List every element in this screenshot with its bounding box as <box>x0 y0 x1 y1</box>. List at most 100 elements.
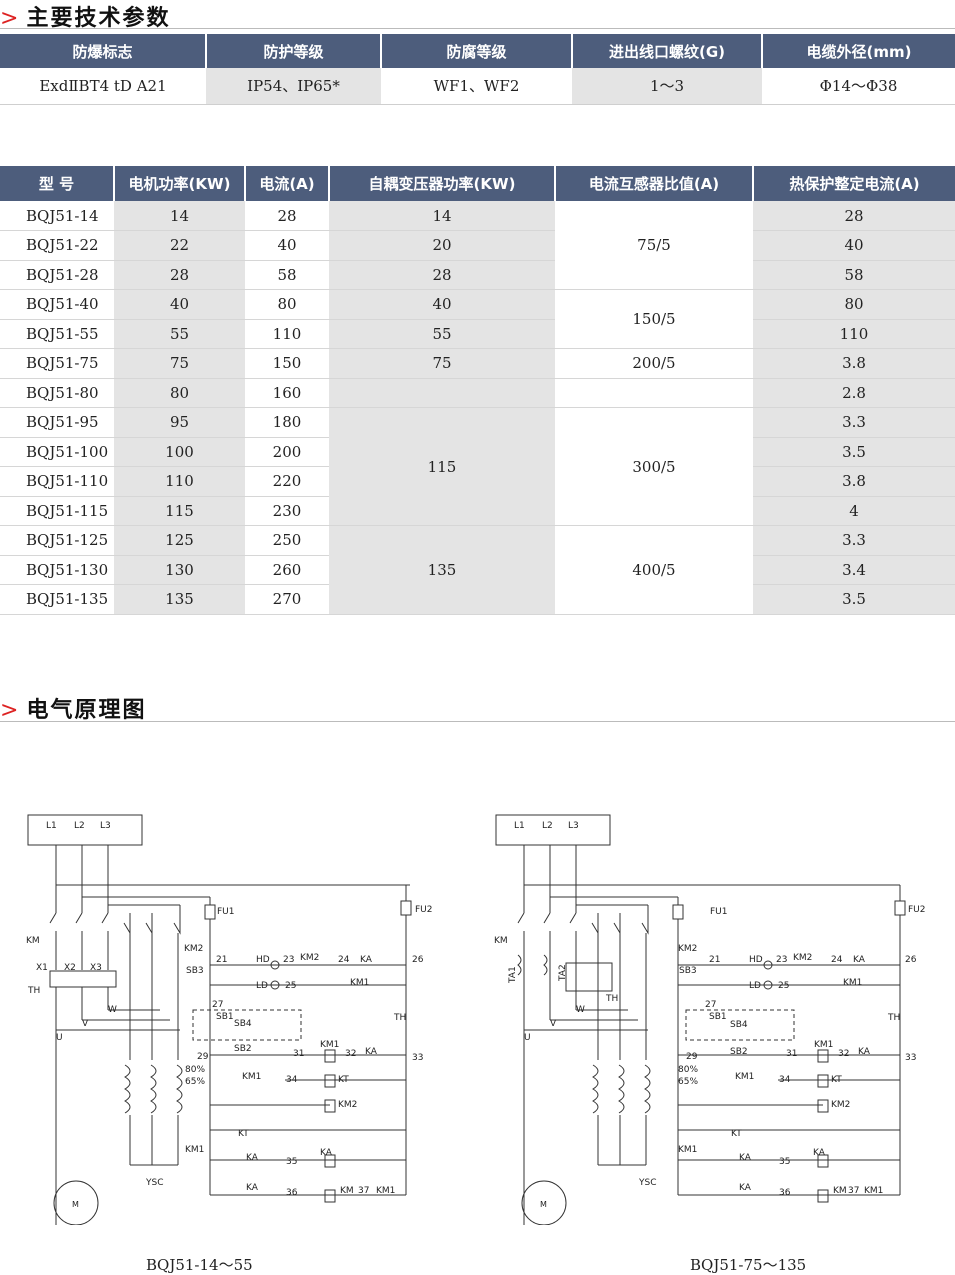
power-cell: 110 <box>114 466 245 497</box>
ka-contact-label: KA <box>739 1153 752 1163</box>
th-contact-label: TH <box>393 1013 406 1023</box>
tap-80-label: 80% <box>185 1065 205 1075</box>
u-label: U <box>56 1033 63 1043</box>
current-cell: 160 <box>245 378 329 408</box>
km1-contact-label: KM1 <box>242 1072 261 1082</box>
model-header: 电机功率(KW) <box>114 166 246 201</box>
tap-65-label: 65% <box>185 1077 205 1087</box>
ld-label: LD <box>749 981 761 991</box>
km2-label: KM2 <box>678 944 697 954</box>
node-label: 29 <box>197 1052 209 1062</box>
current-cell: 250 <box>245 525 329 556</box>
power-cell: 55 <box>114 319 245 349</box>
model-cell: BQJ51-100 <box>0 437 114 467</box>
u-label: U <box>524 1033 531 1043</box>
th-contact-label: TH <box>887 1013 900 1023</box>
ld-label: LD <box>256 981 268 991</box>
model-cell: BQJ51-130 <box>0 555 114 585</box>
transformer-cell: 135 <box>329 525 555 615</box>
km2-coil-label: KM2 <box>338 1100 357 1110</box>
section-arrow-icon: > <box>0 698 21 723</box>
km1-coil-label: KM1 <box>814 1040 833 1050</box>
transformer-cell <box>329 378 555 408</box>
ct-ratio-cell: 200/5 <box>555 348 753 379</box>
x1-label: X1 <box>36 963 48 973</box>
node-label: 33 <box>905 1053 916 1063</box>
fu2-label: FU2 <box>415 905 433 915</box>
power-cell: 125 <box>114 525 245 556</box>
spec-header: 电缆外径(mm) <box>762 34 955 68</box>
sb1-label: SB1 <box>709 1012 727 1022</box>
ka-contact-label: KA <box>246 1153 259 1163</box>
sb3-label: SB3 <box>186 966 204 976</box>
section-divider <box>0 28 955 29</box>
node-label: 36 <box>286 1188 298 1198</box>
current-cell: 230 <box>245 496 329 526</box>
node-label: 23 <box>776 955 787 965</box>
phase-label: L1 <box>46 821 57 831</box>
wiring-diagram-2: L1 L2 L3 KM KM2 TA1 TA2 TH W V U FU1 FU2… <box>494 814 926 1225</box>
ysc-label: YSC <box>145 1178 164 1188</box>
kt-contact-label: KT <box>731 1129 742 1139</box>
node-label: 31 <box>786 1049 797 1059</box>
thermal-cell: 3.5 <box>753 437 955 467</box>
power-cell: 100 <box>114 437 245 467</box>
km1-coil-label: KM1 <box>320 1040 339 1050</box>
thermal-cell: 3.5 <box>753 584 955 615</box>
dashed-button-box <box>685 1009 795 1041</box>
current-cell: 80 <box>245 289 329 320</box>
node-label: 32 <box>838 1049 849 1059</box>
ka-contact-label: KA <box>739 1183 752 1193</box>
v-label: V <box>82 1019 89 1029</box>
node-label: 26 <box>905 955 917 965</box>
fu1-label: FU1 <box>217 907 235 917</box>
node-label: 24 <box>831 955 843 965</box>
node-label: 32 <box>345 1049 356 1059</box>
motor-circle <box>53 1180 99 1225</box>
node-label: 23 <box>283 955 294 965</box>
spec-header: 防腐等级 <box>381 34 573 68</box>
km1-contact-label: KM1 <box>350 978 369 988</box>
spec-header: 防爆标志 <box>0 34 207 68</box>
thermal-relay-block <box>565 962 613 992</box>
transformer-cell: 20 <box>329 230 555 261</box>
spec-table: 防爆标志 防护等级 防腐等级 进出线口螺纹(G) 电缆外径(mm) ExdⅡBT… <box>0 34 955 105</box>
fu2-label: FU2 <box>908 905 926 915</box>
model-cell: BQJ51-75 <box>0 348 114 379</box>
thermal-cell: 4 <box>753 496 955 526</box>
section-arrow-icon: > <box>0 6 21 31</box>
transformer-cell: 55 <box>329 319 555 349</box>
transformer-cell: 28 <box>329 260 555 290</box>
ka-coil-label: KA <box>320 1148 333 1158</box>
model-cell: BQJ51-22 <box>0 230 114 261</box>
power-cell: 130 <box>114 555 245 585</box>
power-cell: 80 <box>114 378 245 408</box>
spec-cell: ExdⅡBT4 tD A21 <box>0 68 206 105</box>
km2-contact-label: KM2 <box>300 953 319 963</box>
spec-cell: 1～3 <box>572 68 762 105</box>
specs-section-title: >主要技术参数 <box>0 0 170 32</box>
transformer-cell: 14 <box>329 201 555 231</box>
tap-65-label: 65% <box>678 1077 698 1087</box>
terminal-box <box>495 814 611 846</box>
sb2-label: SB2 <box>234 1044 252 1054</box>
thermal-cell: 28 <box>753 201 955 231</box>
th-label: TH <box>27 986 40 996</box>
diagram-title-text: 电气原理图 <box>26 698 147 723</box>
node-label: 21 <box>216 955 227 965</box>
power-cell: 95 <box>114 407 245 438</box>
model-cell: BQJ51-28 <box>0 260 114 290</box>
spec-cell: IP54、IP65* <box>206 68 381 105</box>
power-cell: 14 <box>114 201 245 231</box>
motor-label: M <box>540 1200 547 1209</box>
phase-label: L2 <box>542 821 553 831</box>
transformer-cell: 115 <box>329 407 555 526</box>
section-divider <box>0 721 955 722</box>
ka-contact-label: KA <box>858 1047 871 1057</box>
model-header: 自耦变压器功率(KW) <box>329 166 556 201</box>
km-coil-label: KM <box>833 1186 847 1196</box>
km2-label: KM2 <box>184 944 203 954</box>
th-label: TH <box>605 994 618 1004</box>
current-cell: 110 <box>245 319 329 349</box>
node-label: 26 <box>412 955 424 965</box>
